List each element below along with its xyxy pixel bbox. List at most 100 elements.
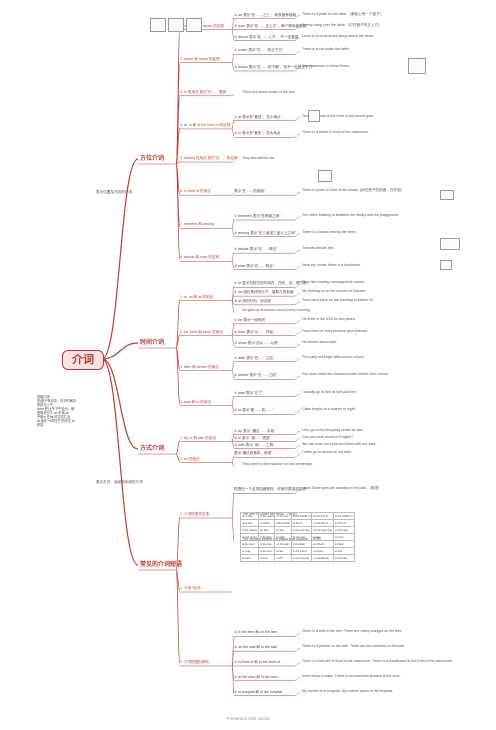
subtopic-phrases-0-0[interactable]: 短语在一个名词后做修饰，可用作表语或定语 (234, 487, 306, 492)
example-place-7-0[interactable]: Tom sits beside him. (302, 246, 335, 251)
branch-place[interactable]: 方位介词 (140, 156, 165, 162)
subtopic-place-5-0[interactable]: 表示"在……的前面" (234, 189, 266, 194)
subtopic-time-1-0[interactable]: ① for 表示一段时间 (234, 317, 265, 322)
example-place-2-0[interactable]: There are some books in the box. (242, 89, 296, 94)
branch-side-label-place[interactable]: 表示位置及方向的介词 (96, 190, 132, 194)
central-topic[interactable]: 介词 (62, 350, 104, 370)
example-manner-1-0[interactable]: I often go to school on my bike. (302, 450, 352, 455)
subtopic-phrases-2-4[interactable]: ⑤ in hospital 和 in the hospital (234, 689, 283, 694)
example-place-4-0[interactable]: Tony sits behind me. (242, 156, 275, 161)
topic-time-3[interactable]: 4. past 和 to 的用法 (180, 399, 212, 404)
subtopic-place-1-0[interactable]: ① under 表示"在……的正下方" (234, 48, 284, 53)
connector-line (293, 648, 301, 652)
topic-manner-1[interactable]: 2. on 的用法 (180, 456, 200, 461)
subtopic-place-3-0[interactable]: ① at 表示在"某处"，在小地点 (234, 114, 281, 119)
example-time-1-1[interactable]: From then on, they became good friends. (302, 328, 368, 333)
subtopic-phrases-2-0[interactable]: ① in the tree 和 on the tree (234, 630, 277, 635)
example-time-0-1[interactable]: My birthday is on the second of October. (302, 289, 367, 294)
example-time-2-0[interactable]: The party will begin after seven o'clock… (302, 354, 365, 359)
example-place-0-0[interactable]: There is a plate on the desk.（桌面上有一个盘子） (302, 11, 384, 16)
branch-phrases[interactable]: 常见的介词短语 (140, 562, 183, 568)
table-cell: in the future (290, 547, 313, 555)
subtopic-place-3-1[interactable]: ② in 表示在"某处"，在大地点 (234, 131, 281, 136)
topic-place-1[interactable]: 2. under 和 below 的区别 (180, 56, 220, 61)
example-phrases-2-1[interactable]: There is a picture on the wall. There ar… (302, 644, 405, 649)
subtopic-time-0-2[interactable]: ③ at 用在时刻、钟点前 (234, 298, 271, 303)
example-place-1-1[interactable]: Our classroom is below theirs. (302, 63, 351, 68)
subtopic-phrases-2-1[interactable]: ② on the wall 和 in the wall (234, 645, 277, 650)
subtopic-manner-0-0[interactable]: ① by 表示 "通过……手段" (234, 428, 276, 433)
example-time-0-3[interactable]: He gets up at seven o'clock every mornin… (242, 307, 311, 312)
subtopic-place-6-0[interactable]: ① between 表示"在两者之间" (234, 214, 281, 219)
example-phrases-2-2[interactable]: There is a tall tree in front of the cla… (302, 659, 453, 663)
example-phrases-2-3[interactable]: Don't sleep in class. There is an Americ… (302, 673, 401, 678)
connector-line (293, 51, 301, 55)
subtopic-time-2-1[interactable]: ② before 表示"在……之前" (234, 373, 278, 378)
example-place-6-0[interactable]: The office building is between the libra… (302, 213, 399, 218)
example-time-3-0[interactable]: I usually go to bed at half past ten. (302, 389, 357, 394)
subtopic-time-3-1[interactable]: ② to 表示"差……到……" (234, 408, 274, 413)
connector-line (293, 393, 301, 397)
subtopic-time-3-0[interactable]: ① past 表示"过了" (234, 390, 263, 395)
topic-phrases-0[interactable]: 1. 介词短语作定语 (180, 512, 210, 516)
topic-place-2[interactable]: 3. in 的用法 表示"在……里面" (180, 89, 228, 94)
example-place-6-1[interactable]: There is a house among the trees. (302, 229, 357, 234)
topic-place-4[interactable]: 5. behind 的用法 表示"在……的后面" (180, 156, 239, 161)
example-phrases-2-0[interactable]: There is a bird in the tree. There are m… (302, 629, 403, 634)
example-time-0-0[interactable]: They like reading newspapers in winter. (302, 280, 365, 285)
example-manner-1-1[interactable]: They went to the museum on bus yesterday… (242, 461, 313, 466)
topic-manner-0[interactable]: 1. by, in 和 with 的用法 (180, 435, 217, 440)
example-phrases-2-4[interactable]: My mother is in hospital. My mother work… (302, 688, 394, 693)
example-place-5-0[interactable]: There is a tree in front of the house. (… (302, 188, 402, 193)
branch-manner[interactable]: 方式介词 (140, 446, 165, 452)
subtopic-manner-0-1[interactable]: ② in 表示 "用……语言" (234, 435, 271, 440)
subtopic-phrases-2-3[interactable]: ④ at the door 和 in the door (234, 674, 278, 679)
example-place-0-1[interactable]: A lamp hang over the table.（灯在桌子的正上方） (302, 22, 382, 27)
topic-place-6[interactable]: 7. between 和 among (180, 222, 215, 227)
topic-time-2[interactable]: 3. after 和 before 的用法 (180, 364, 219, 369)
example-place-3-1[interactable]: There is a flower in front of the classr… (302, 130, 369, 135)
example-place-0-2[interactable]: Look! A lot of birds are flying above th… (302, 33, 374, 38)
topic-place-7[interactable]: 8. beside 和 near 的区别 (180, 255, 220, 260)
topic-place-5[interactable]: 6. in front of 的用法 (180, 189, 211, 194)
table-cell: in English (258, 533, 276, 541)
table-cell: in class (332, 540, 355, 548)
subtopic-place-0-1[interactable]: ② over 表示"在……正上方"，两个物体相垂直 (234, 23, 307, 28)
subtopic-place-0-0[interactable]: ① on 表示"在……之上"，和表面有接触 (234, 12, 297, 17)
topic-phrases-1[interactable]: 2. 介词+名词 (180, 586, 201, 590)
topic-place-3[interactable]: 4. at, in 和 at the front of 的区别 (180, 122, 231, 127)
subtopic-place-6-1[interactable]: ② among 表示"在三者或三者以上之间" (234, 230, 296, 235)
table-cell: in the end (258, 547, 276, 555)
topic-phrases-2[interactable]: 3. 介词短语的辨析 (180, 660, 210, 664)
example-manner-0-2[interactable]: We can write our eyes and listen with ou… (302, 441, 377, 446)
example-place-7-1[interactable]: Near my house, there is a bookstore. (302, 262, 361, 267)
example-manner-0-0[interactable]: Let's go to the shopping center by taxi. (302, 427, 364, 432)
connector-line (293, 67, 301, 72)
subtopic-place-0-2[interactable]: ③ above 表示"在……上方"，不一定垂直 (234, 34, 299, 39)
topic-time-1[interactable]: 2. for, from 和 since 的用法 (180, 329, 223, 334)
example-place-3-0[interactable]: The girl stands at the front of the scho… (302, 113, 375, 118)
subtopic-place-1-1[interactable]: ② below 表示"在……的下面"，但不一定是正下方 (234, 64, 313, 69)
topic-time-0[interactable]: 1. in, on 和 at 的用法 (180, 294, 214, 299)
subtopic-place-7-1[interactable]: ② near 表示"在……附近" (234, 263, 275, 268)
subtopic-manner-0-2[interactable]: ③ with 表示 "用……工具" (234, 442, 275, 447)
branch-time[interactable]: 时间介词 (140, 340, 165, 346)
subtopic-phrases-2-2[interactable]: ③ in front of 和 in the front of (234, 660, 280, 664)
example-manner-0-1[interactable]: Can you write words in English? (302, 434, 354, 439)
subtopic-time-2-0[interactable]: ① after 表示"在……之后" (234, 355, 275, 360)
example-time-3-1[interactable]: Class begins at a quarter to eight. (302, 407, 356, 412)
subtopic-time-0-0[interactable]: ① in 表示在较长的时间内，在年、月、季节前 (234, 281, 307, 286)
example-place-1-0[interactable]: There is a cat under the table. (302, 47, 350, 52)
topic-place-0[interactable]: 1. on, over 和 above 的区别 (180, 23, 225, 28)
subtopic-manner-1-0[interactable]: 表示"通过收音机、电视" (234, 451, 273, 456)
subtopic-place-7-0[interactable]: ① beside 表示"在……旁边" (234, 247, 278, 252)
example-time-1-2[interactable]: He arrived about nine. (302, 340, 338, 345)
example-phrases-0-0[interactable]: Look! Some girls are dancing in the park… (302, 486, 382, 491)
subtopic-time-1-2[interactable]: ③ since 表示"自从……以来" (234, 341, 279, 346)
example-time-1-0[interactable]: He lived in the USA for two years. (302, 316, 356, 321)
example-time-0-2[interactable]: They went there on the morning of March … (302, 297, 374, 302)
subtopic-time-0-1[interactable]: ② on 用在具体的日子、星期几的前面 (234, 290, 294, 295)
subtopic-time-1-1[interactable]: ② from 表示"从……开始" (234, 329, 275, 334)
branch-side-label-manner[interactable]: 表示方式、途径和手段的介词 (96, 480, 143, 484)
example-time-2-1[interactable]: You must clean the classroom well before… (302, 372, 389, 377)
